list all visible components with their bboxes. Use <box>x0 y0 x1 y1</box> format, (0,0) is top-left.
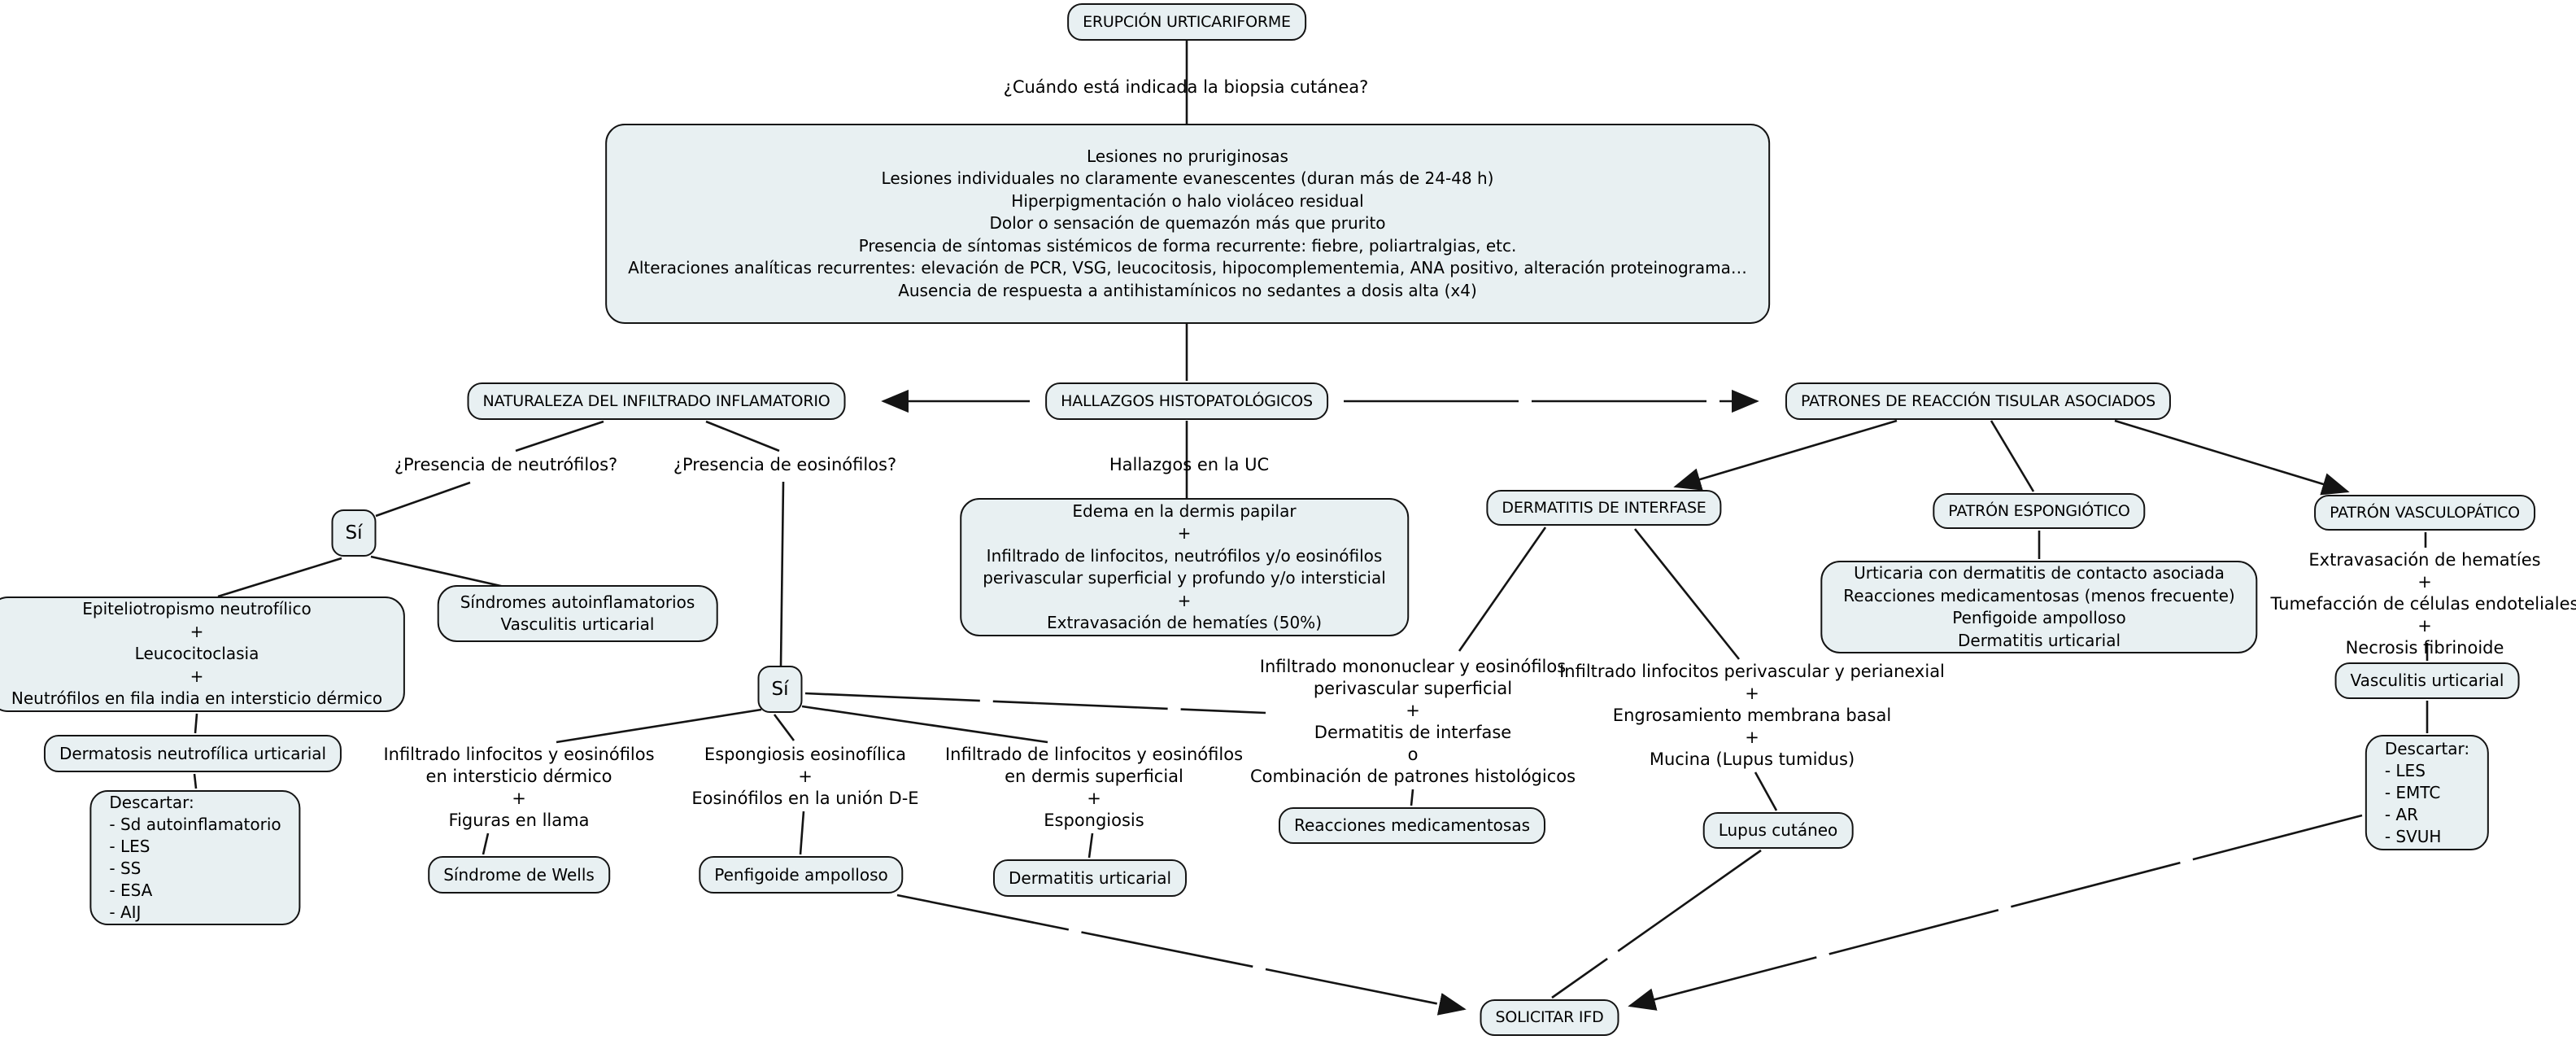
node-epiteliotropismo[interactable]: Epiteliotropismo neutrofílico + Leucocit… <box>0 596 406 712</box>
node-dermatitis-de-interfase[interactable]: DERMATITIS DE INTERFASE <box>1486 490 1722 526</box>
node-dermatitis-urticarial[interactable]: Dermatitis urticarial <box>992 859 1188 897</box>
edge-dermatosis-descartar <box>193 773 198 789</box>
edge-descartar-ifd <box>1628 814 2363 1011</box>
edge-penfigoide-ifd <box>896 894 1467 1016</box>
node-urticaria-contacto-box[interactable]: Urticaria con dermatitis de contacto aso… <box>1820 561 2258 653</box>
edge-espongiosis-penfigoide <box>799 811 805 855</box>
edge-lupus-ifd <box>1551 849 1762 999</box>
node-criterios-biopsia[interactable]: Lesiones no pruriginosas Lesiones indivi… <box>605 124 1770 324</box>
link-label-espongiosis-eosinofilica[interactable]: Espongiosis eosinofílica + Eosinófilos e… <box>691 745 919 808</box>
node-naturaleza-infiltrado[interactable]: NATURALEZA DEL INFILTRADO INFLAMATORIO <box>467 382 846 420</box>
edge-si-espongiosis <box>773 714 795 741</box>
edge-naturaleza-neutrofilos <box>515 420 604 452</box>
link-label-vasculopatico-hallazgos[interactable]: Extravasación de hematíes + Tumefacción … <box>2270 550 2576 658</box>
link-label-infiltrado-intersticio[interactable]: Infiltrado linfocitos y eosinófilos en i… <box>383 745 655 830</box>
link-label-infiltrado-dermis-superficial[interactable]: Infiltrado de linfocitos y eosinófilos e… <box>944 745 1244 830</box>
node-sindrome-de-wells[interactable]: Síndrome de Wells <box>428 856 610 894</box>
edge-eosinofilos-si <box>779 481 785 666</box>
node-si-neutrofilos[interactable]: Sí <box>331 509 377 557</box>
link-label-infiltrado-perianexial[interactable]: Infiltrado linfocitos perivascular y per… <box>1559 662 1945 769</box>
edge-patrones-espongiotico <box>1990 420 2035 492</box>
node-dermatosis-neutrofilica[interactable]: Dermatosis neutrofílica urticarial <box>43 735 342 772</box>
node-descartar-izquierda[interactable]: Descartar: - Sd autoinflamatorio - LES -… <box>89 790 301 925</box>
edge-si-mononuclear <box>804 692 1266 714</box>
node-patron-vasculopatico[interactable]: PATRÓN VASCULOPÁTICO <box>2314 495 2535 531</box>
edge-si-intersticio <box>556 708 762 744</box>
node-hallazgos-histopatologicos[interactable]: HALLAZGOS HISTOPATOLÓGICOS <box>1045 382 1328 420</box>
node-patrones-reaccion-tisular[interactable]: PATRONES DE REACCIÓN TISULAR ASOCIADOS <box>1785 382 2172 420</box>
node-lupus-cutaneo[interactable]: Lupus cutáneo <box>1702 812 1854 849</box>
node-penfigoide-ampolloso[interactable]: Penfigoide ampolloso <box>699 856 904 894</box>
node-vasculitis-urticarial[interactable]: Vasculitis urticarial <box>2334 662 2520 699</box>
node-erupcion-urticariforme[interactable]: ERUPCIÓN URTICARIFORME <box>1067 3 1306 41</box>
node-solicitar-ifd[interactable]: SOLICITAR IFD <box>1480 999 1619 1036</box>
link-label-hallazgos-uc[interactable]: Hallazgos en la UC <box>1109 455 1270 474</box>
edge-epiteliotropismo-dermatosis <box>194 713 198 734</box>
edge-patrones-vasculopatico <box>2114 419 2350 496</box>
edge-patrones-interfase <box>1673 419 1898 491</box>
link-label-infiltrado-mononuclear[interactable]: Infiltrado mononuclear y eosinófilos per… <box>1249 657 1576 786</box>
edge-dermis-dermatitis-urticarial <box>1087 832 1094 859</box>
node-si-eosinofilos[interactable]: Sí <box>757 666 803 713</box>
node-hallazgos-uc-box[interactable]: Edema en la dermis papilar + Infiltrado … <box>960 498 1409 636</box>
edge-interfase-mononuclear <box>1458 527 1547 652</box>
edge-si-dermis-superficial <box>801 705 1048 744</box>
edge-si-sindromes <box>370 555 505 588</box>
link-label-cuando-biopsia[interactable]: ¿Cuándo está indicada la biopsia cutánea… <box>1003 77 1369 97</box>
edge-naturaleza-eosinofilos <box>705 420 780 452</box>
edge-neutrofilos-si <box>375 481 471 518</box>
edge-interfase-perianexial <box>1633 528 1741 660</box>
node-sindromes-autoinflamatorios[interactable]: Síndromes autoinflamatorios Vasculitis u… <box>437 585 718 642</box>
edge-perianexial-lupus <box>1754 771 1778 811</box>
edge-mononuclear-reacciones <box>1410 789 1414 806</box>
node-reacciones-medicamentosas[interactable]: Reacciones medicamentosas <box>1278 807 1546 844</box>
link-label-presencia-neutrofilos[interactable]: ¿Presencia de neutrófilos? <box>394 455 618 474</box>
link-label-presencia-eosinofilos[interactable]: ¿Presencia de eosinófilos? <box>673 455 897 474</box>
edge-intersticio-wells <box>482 832 490 855</box>
edge-si-epiteliotropismo <box>217 557 342 598</box>
node-descartar-derecha[interactable]: Descartar: - LES - EMTC - AR - SVUH <box>2365 735 2490 850</box>
node-patron-espongiotico[interactable]: PATRÓN ESPONGIÓTICO <box>1933 493 2146 529</box>
